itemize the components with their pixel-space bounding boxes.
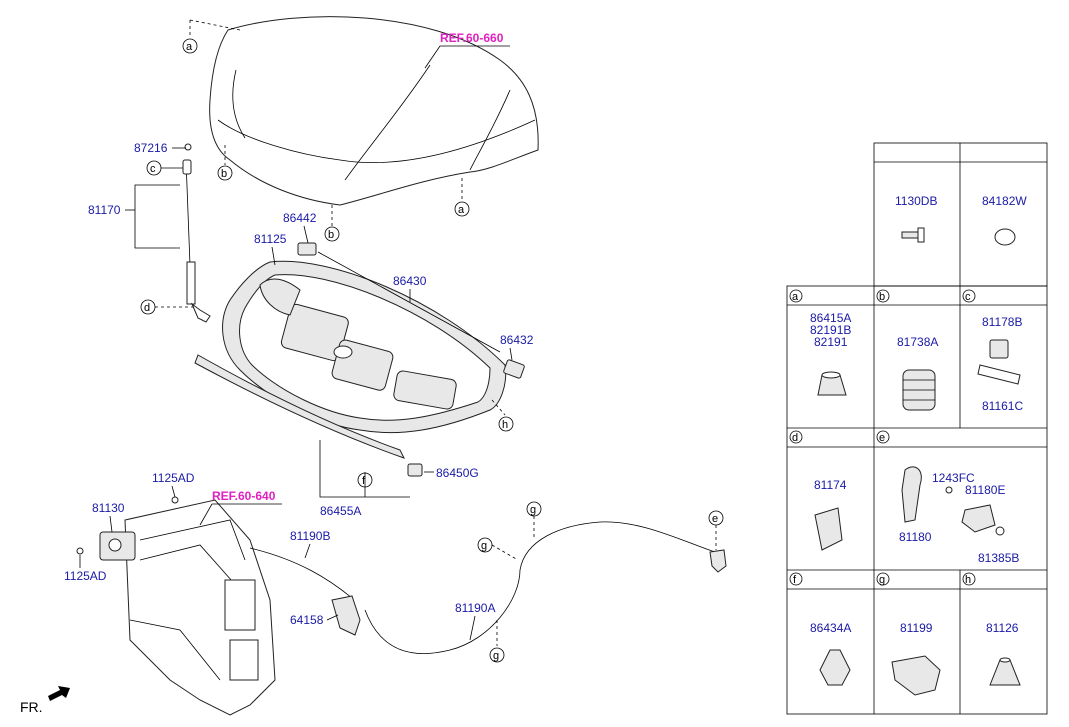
part-81190B-label[interactable]: 81190B — [290, 529, 330, 543]
plug-84182W-icon — [994, 228, 1016, 246]
hood-insulator-pad — [222, 260, 507, 434]
part-87216-label[interactable]: 87216 — [134, 141, 168, 155]
cable-end-fitting — [709, 549, 727, 573]
table-circle-c — [962, 289, 976, 303]
table-part-81199[interactable]: 81199 — [900, 621, 933, 635]
clip-81174-icon — [814, 507, 843, 551]
part-81125-label[interactable]: 81125 — [254, 232, 287, 246]
callout-letter-h: h — [502, 419, 508, 431]
table-part-81161C[interactable]: 81161C — [982, 399, 1023, 413]
table-part-81174[interactable]: 81174 — [814, 478, 847, 492]
front-direction-label: FR. — [20, 699, 43, 715]
table-circle-g — [876, 572, 890, 586]
table-part-82191[interactable]: 82191 — [814, 335, 848, 349]
table-letter-d: d — [792, 432, 798, 444]
part-81170-label[interactable]: 81170 — [88, 203, 121, 217]
front-end-panel — [124, 499, 276, 716]
hood-panel — [209, 16, 539, 206]
grommet-81738A-icon — [902, 369, 936, 411]
part-64158-handle — [331, 595, 361, 636]
table-letter-c: c — [965, 291, 971, 303]
part-81130-label[interactable]: 81130 — [92, 501, 125, 515]
parts-table — [786, 142, 1048, 715]
part-1125AD-top-label[interactable]: 1125AD — [152, 471, 195, 485]
callout-circle-b-left — [217, 165, 233, 181]
table-letter-h: h — [965, 574, 971, 586]
table-part-81180[interactable]: 81180 — [899, 530, 932, 544]
part-86455A-label[interactable]: 86455A — [320, 504, 361, 518]
table-part-81126[interactable]: 81126 — [986, 621, 1019, 635]
part-86442-label[interactable]: 86442 — [283, 211, 317, 225]
table-part-81180E[interactable]: 81180E — [965, 483, 1005, 497]
callout-circle-g-bottom — [489, 647, 505, 663]
callout-circle-a-right — [454, 201, 470, 217]
part-86450G-bumper — [407, 463, 423, 477]
table-part-1243FC[interactable]: 1243FC — [932, 471, 975, 485]
part-86430-label[interactable]: 86430 — [393, 274, 427, 288]
ref-panel-label[interactable]: REF.60-640 — [212, 489, 276, 503]
callout-letter-g-mid: g — [481, 540, 487, 552]
callout-circle-h — [498, 416, 514, 432]
table-part-84182W[interactable]: 84182W — [982, 194, 1027, 208]
table-circle-e — [876, 430, 890, 444]
part-86450G-label[interactable]: 86450G — [436, 466, 479, 480]
part-86455A-strip — [194, 354, 405, 459]
clip-86434A-icon — [819, 649, 851, 686]
table-circle-h — [962, 572, 976, 586]
callout-letter-e: e — [712, 513, 718, 525]
part-1125AD-bottom-label[interactable]: 1125AD — [64, 569, 107, 583]
bracket-81178B-icon — [977, 339, 1021, 385]
callout-letter-b-bottom: b — [328, 229, 334, 241]
callout-letter-a-right: a — [458, 204, 465, 216]
front-arrow-icon — [48, 686, 70, 701]
table-circle-f — [789, 572, 803, 586]
table-letter-b: b — [879, 291, 885, 303]
ref-hood-label[interactable]: REF.60-660 — [440, 31, 504, 45]
part-86432-clip — [503, 359, 525, 379]
part-86432-label[interactable]: 86432 — [500, 333, 534, 347]
callout-circle-a-top — [182, 38, 198, 54]
hood-latch — [76, 496, 179, 561]
part-64158-label[interactable]: 64158 — [290, 613, 324, 627]
hood-lift-strut — [182, 143, 211, 323]
callout-letter-g-bottom: g — [493, 650, 499, 662]
callout-letter-b-left: b — [221, 168, 227, 180]
table-letter-g: g — [879, 574, 885, 586]
callout-letter-d-strut: d — [144, 302, 150, 314]
table-part-81178B[interactable]: 81178B — [982, 315, 1022, 329]
cable-81190A — [364, 521, 716, 654]
pad-81126-icon — [989, 659, 1021, 686]
callout-letter-f: f — [362, 475, 366, 487]
bolt-1130DB-icon — [901, 227, 925, 243]
table-circle-b — [876, 289, 890, 303]
table-letter-e: e — [879, 432, 885, 444]
table-circle-a — [789, 289, 803, 303]
callout-letter-g-top: g — [530, 504, 536, 516]
callout-letter-a-top: a — [186, 41, 193, 53]
part-81190A-label[interactable]: 81190A — [455, 601, 495, 615]
lever-81180E-icon — [961, 504, 996, 533]
table-circle-d — [789, 430, 803, 444]
table-part-81738A[interactable]: 81738A — [897, 335, 938, 349]
cable-81190B — [249, 547, 353, 599]
table-part-1130DB[interactable]: 1130DB — [895, 194, 937, 208]
table-letter-f: f — [793, 574, 797, 586]
callout-letter-c-strut: c — [150, 163, 156, 175]
table-part-82191B[interactable]: 82191B — [810, 323, 851, 337]
part-86442-clip — [297, 242, 317, 256]
callout-circle-f — [357, 472, 373, 488]
table-part-86415A[interactable]: 86415A — [810, 311, 851, 325]
clip-81199-icon — [891, 655, 941, 696]
callout-circle-b-bottom — [324, 226, 340, 242]
table-letter-a: a — [792, 291, 799, 303]
table-part-86434A[interactable]: 86434A — [810, 621, 851, 635]
handle-81180-icon — [901, 466, 922, 523]
table-part-81385B[interactable]: 81385B — [978, 551, 1019, 565]
